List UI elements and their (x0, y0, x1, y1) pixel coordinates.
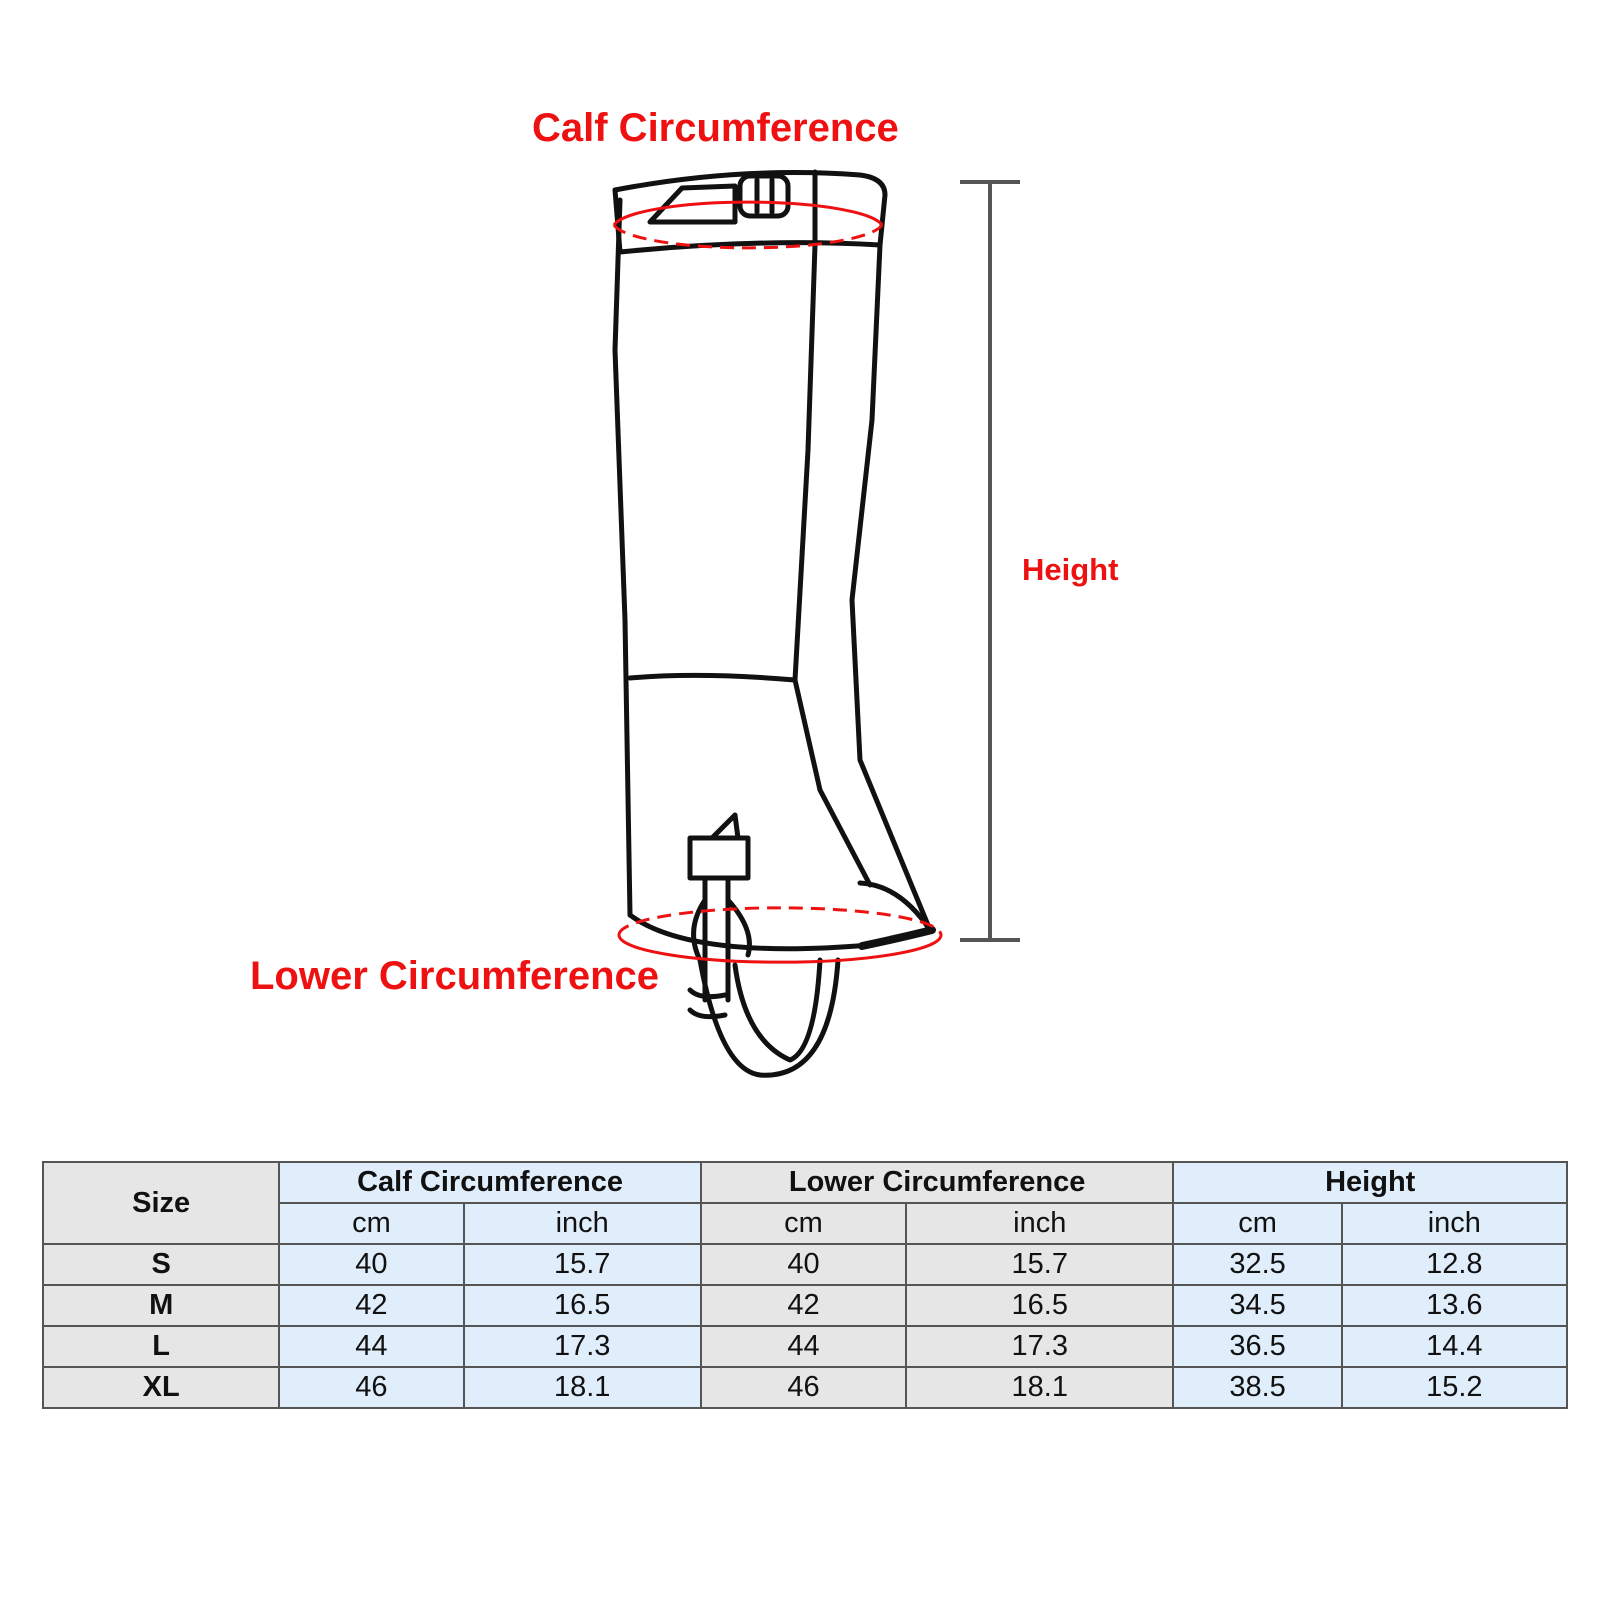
value-cell: 14.4 (1340, 1325, 1569, 1368)
gaiter-left-edge (612, 197, 633, 918)
group-header-calf: Calf Circumference (278, 1161, 702, 1204)
table-row: S 40 15.7 40 15.7 32.5 12.8 (41, 1243, 1569, 1286)
value-cell: 16.5 (905, 1284, 1175, 1327)
size-header: Size (41, 1161, 281, 1245)
hook-icon (687, 835, 751, 881)
calf-circumference-marker (612, 200, 884, 250)
value-cell: 12.8 (1340, 1243, 1569, 1286)
unit-header: inch (1340, 1202, 1569, 1245)
group-header-lower: Lower Circumference (699, 1161, 1175, 1204)
value-cell: 36.5 (1172, 1325, 1343, 1368)
lower-circumference-marker (617, 906, 943, 964)
unit-header: cm (1172, 1202, 1343, 1245)
size-cell: M (41, 1284, 281, 1327)
size-cell: S (41, 1243, 281, 1286)
value-cell: 32.5 (1172, 1243, 1343, 1286)
size-cell: XL (41, 1366, 281, 1409)
gaiter-front-seam (792, 242, 873, 888)
gaiter-top-cuff (612, 170, 888, 255)
value-cell: 17.3 (462, 1325, 702, 1368)
table-row: L 44 17.3 44 17.3 36.5 14.4 (41, 1325, 1569, 1368)
value-cell: 34.5 (1172, 1284, 1343, 1327)
value-cell: 17.3 (905, 1325, 1175, 1368)
value-cell: 15.7 (462, 1243, 702, 1286)
value-cell: 44 (699, 1325, 908, 1368)
value-cell: 15.2 (1340, 1366, 1569, 1409)
table-header-row: Size Calf Circumference Lower Circumfere… (41, 1161, 1568, 1245)
value-cell: 46 (699, 1366, 908, 1409)
group-header-height: Height (1172, 1161, 1568, 1204)
gaiter-illustration (612, 169, 1020, 1078)
value-cell: 44 (278, 1325, 465, 1368)
gaiter-back-edge (849, 242, 933, 933)
unit-header: cm (699, 1202, 908, 1245)
value-cell: 13.6 (1340, 1284, 1569, 1327)
strap (697, 957, 841, 1078)
table-row: XL 46 18.1 46 18.1 38.5 15.2 (41, 1366, 1569, 1409)
value-cell: 40 (278, 1243, 465, 1286)
value-cell: 38.5 (1172, 1366, 1343, 1409)
unit-header: inch (905, 1202, 1175, 1245)
value-cell: 18.1 (905, 1366, 1175, 1409)
value-cell: 18.1 (462, 1366, 702, 1409)
value-cell: 42 (278, 1284, 465, 1327)
size-cell: L (41, 1325, 281, 1368)
unit-header: cm (278, 1202, 465, 1245)
value-cell: 46 (278, 1366, 465, 1409)
table-units-row: cm inch cm inch cm inch (43, 1202, 1569, 1245)
value-cell: 42 (699, 1284, 908, 1327)
size-chart-table: Size Calf Circumference Lower Circumfere… (41, 1161, 1569, 1409)
unit-header: inch (462, 1202, 702, 1245)
calf-circumference-label: Calf Circumference (532, 106, 899, 150)
value-cell: 16.5 (462, 1284, 702, 1327)
lower-circumference-label: Lower Circumference (250, 954, 660, 998)
height-dimension-line (960, 180, 1020, 942)
table-row: M 42 16.5 42 16.5 34.5 13.6 (41, 1284, 1569, 1327)
buckle-icon (647, 183, 738, 225)
value-cell: 15.7 (905, 1243, 1175, 1286)
value-cell: 40 (699, 1243, 908, 1286)
height-label: Height (1022, 552, 1119, 587)
